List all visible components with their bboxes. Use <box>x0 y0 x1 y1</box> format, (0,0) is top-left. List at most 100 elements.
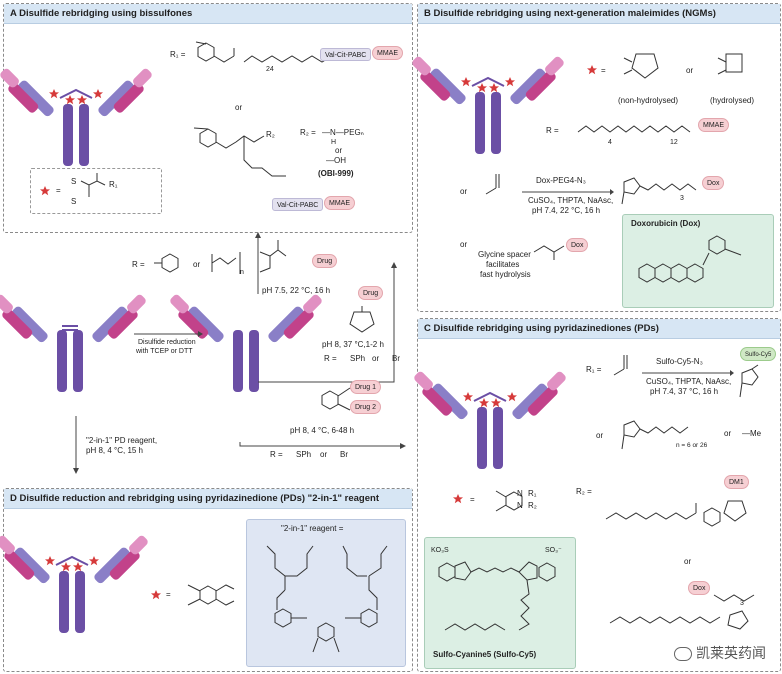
pd-condition-2: pH 8, 4 °C, 15 h <box>86 446 144 455</box>
sulfo-cy5-box: KO₃S SO₃⁻ Sulfo-Cyanine5 (Sulfo-Cy5) <box>424 537 576 669</box>
valcit-linker: Val-Cit-PABC <box>320 48 372 61</box>
wechat-icon <box>674 647 692 661</box>
antibody-conjugate-b <box>418 4 588 174</box>
conditions-b2: pH 7.4, 22 °C, 16 h <box>532 206 601 215</box>
thio-s2: S <box>71 197 77 206</box>
hydrolysed-label: (hydrolysed) <box>710 96 755 105</box>
dox-payload-c: Dox <box>688 581 711 595</box>
r2-tag: R₂ <box>266 130 275 139</box>
subscript-4: 4 <box>608 139 612 146</box>
r-equals-c: R = <box>270 450 283 459</box>
r2-linker-structure <box>193 127 286 177</box>
bissulfone-structure <box>259 240 287 273</box>
reduction-arrow <box>134 331 203 337</box>
drug-payload-center: Drug <box>312 254 338 268</box>
antibody-native <box>0 282 140 422</box>
alkyne-structure-c <box>613 355 628 376</box>
dm1-payload: DM1 <box>724 475 749 489</box>
or-label-b2: or <box>460 187 468 196</box>
star-icon <box>40 173 106 197</box>
maleimide-reagent-structure <box>349 306 375 333</box>
doxorubicin-structure <box>638 235 742 283</box>
dm1-linker-structure <box>605 500 747 527</box>
watermark: 凯莱英药闻 <box>674 643 766 663</box>
tolyl-structure <box>154 253 179 273</box>
r2-or: or <box>335 146 343 155</box>
or-label-center: or <box>193 260 201 269</box>
br-option: Br <box>392 354 400 363</box>
reagent-b: Dox-PEG4-N₃ <box>536 176 586 185</box>
br-option-2: Br <box>340 450 348 459</box>
conditions-center-b: pH 8, 37 °C,1-2 h <box>322 340 384 349</box>
pd-r2: R₂ <box>528 501 537 510</box>
r1-label: R₁ = <box>170 50 186 59</box>
methyl-option: —Me <box>742 429 762 438</box>
or-label-b3: or <box>460 240 468 249</box>
triazole-structure-c <box>739 364 759 398</box>
subscript-3-c: 3 <box>740 600 744 607</box>
antibody-conjugate-d <box>4 489 154 659</box>
two-in-one-reagent-box: "2-in-1" reagent = <box>246 519 406 667</box>
or-label-c: or <box>596 431 604 440</box>
glycine-linker-structure <box>533 245 565 260</box>
pd-reagent-structure <box>321 387 351 411</box>
subscript-n-center: n <box>240 269 244 276</box>
maleimide-structures <box>623 53 743 79</box>
panel-c-title: C Disulfide rebridging using pyridazined… <box>418 319 780 339</box>
sulfo-cy5-payload: Sulfo-Cy5 <box>740 347 777 361</box>
pd-diethyl-structure <box>187 584 235 606</box>
doxorubicin-name: Doxorubicin (Dox) <box>631 219 701 228</box>
panel-c: C Disulfide rebridging using pyridazined… <box>417 318 781 672</box>
or-label-center-c: or <box>320 450 328 459</box>
sph-option-2: SPh <box>296 450 312 459</box>
valcit-linker-2: Val-Cit-PABC <box>272 198 324 211</box>
click-arrow-c <box>642 370 734 376</box>
two-in-one-structure <box>266 545 388 653</box>
triazole-peg-structure-c <box>621 420 689 450</box>
two-in-one-title: "2-in-1" reagent = <box>281 524 344 533</box>
reduction-condition-1: Disulfide reduction <box>138 339 196 346</box>
kso3-label: KO₃S <box>431 547 449 554</box>
arrow-to-panel-c <box>239 442 406 449</box>
doxorubicin-box: Doxorubicin (Dox) <box>622 214 774 308</box>
arrow-to-panel-d <box>73 416 79 474</box>
star-icon-b <box>587 65 597 75</box>
r2-peg-option: —N—PEGₙ <box>322 128 364 137</box>
panel-a-title: A Disulfide rebridging using bissulfones <box>4 4 412 24</box>
r2-h: H <box>331 139 337 146</box>
mmae-payload: MMAE <box>372 46 403 60</box>
peg-r-structure <box>211 252 241 274</box>
drug-2-payload: Drug 2 <box>350 400 382 414</box>
mmae-linker-structure <box>577 125 691 133</box>
reduction-condition-2: with TCEP or DTT <box>136 348 193 355</box>
glycine-note-3: fast hydrolysis <box>480 270 531 279</box>
star-equals: = <box>56 186 61 195</box>
star-icon-d <box>151 590 161 600</box>
peg-subscript: 24 <box>266 66 274 73</box>
glycine-note-1: Glycine spacer <box>478 250 531 259</box>
mmae-payload-b: MMAE <box>698 118 729 132</box>
star-equals-b: = <box>601 66 606 75</box>
non-hydrolysed-label: (non-hydrolysed) <box>618 96 679 105</box>
drug-payload-ngm: Drug <box>358 286 384 300</box>
center-scheme: R = or n Drug pH 7.5, 22 °C, 16 h Drug p… <box>0 232 414 482</box>
r-label-b: R = <box>546 126 559 135</box>
pd-condition-1: "2-in-1" PD reagent, <box>86 436 158 445</box>
r2-oh-option: —OH <box>326 156 346 165</box>
or-label-b: or <box>686 66 694 75</box>
antibody-conjugate-c <box>418 319 588 489</box>
reagent-c: Sulfo-Cy5-N₃ <box>656 357 703 366</box>
pd-n2: N <box>517 501 523 510</box>
click-arrow-b <box>522 189 614 195</box>
or-label-c2: or <box>724 429 732 438</box>
conditions-c1: CuSO₄, THPTA, NaAsc, <box>646 377 732 386</box>
dox-payload-b2: Dox <box>566 238 589 252</box>
conditions-c2: pH 7.4, 37 °C, 16 h <box>650 387 719 396</box>
sph-option: SPh <box>350 354 366 363</box>
thio-s1: S <box>71 177 77 186</box>
r2-label: R₂ = <box>300 128 316 137</box>
triazole-peg-structure <box>621 177 697 205</box>
conditions-center-a: pH 7.5, 22 °C, 16 h <box>262 286 331 295</box>
so3-label: SO₃⁻ <box>545 547 562 554</box>
arrow-to-panel-b <box>258 262 397 383</box>
